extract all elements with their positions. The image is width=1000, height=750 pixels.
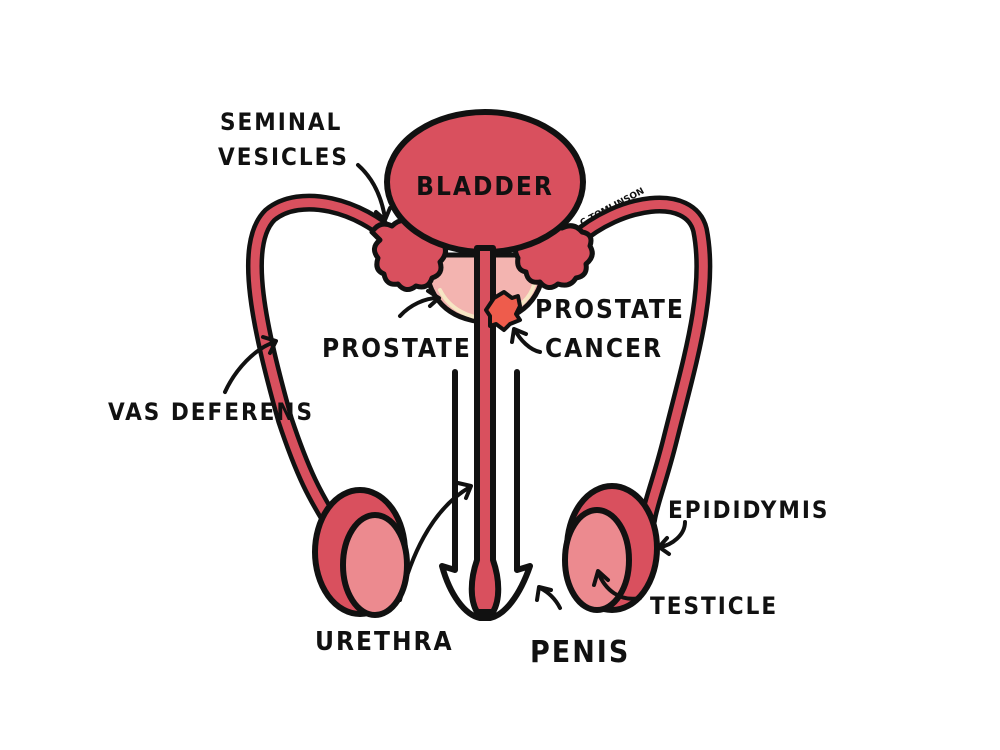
label-seminal-vesicles-line1: SEMINAL <box>220 108 342 136</box>
testicle-left <box>312 487 410 618</box>
label-urethra: URETHRA <box>315 627 454 657</box>
label-seminal-vesicles-line2: VESICLES <box>218 143 349 171</box>
arrow-prostate <box>398 296 440 318</box>
label-prostate-cancer-line2: CANCER <box>545 334 663 364</box>
arrow-testicle <box>596 570 642 601</box>
label-prostate-cancer-line1: PROSTATE <box>535 295 685 325</box>
label-prostate: PROSTATE <box>322 334 472 364</box>
arrow-vas-deferens <box>223 340 277 394</box>
label-testicle: TESTICLE <box>650 592 778 620</box>
label-epididymis: EPIDIDYMIS <box>668 496 829 524</box>
label-bladder: BLADDER <box>416 172 554 202</box>
arrow-urethra <box>398 485 472 602</box>
urethra <box>468 245 502 615</box>
prostate-cancer-tumor <box>484 290 522 332</box>
penis <box>439 369 533 621</box>
arrow-prostate-cancer <box>513 328 542 354</box>
label-penis: PENIS <box>530 635 630 670</box>
arrow-seminal-vesicles <box>356 163 387 220</box>
arrows <box>223 163 687 610</box>
label-vas-deferens: VAS DEFERENS <box>108 398 314 426</box>
arrow-epididymis <box>658 520 687 549</box>
testicle-right <box>562 483 660 613</box>
